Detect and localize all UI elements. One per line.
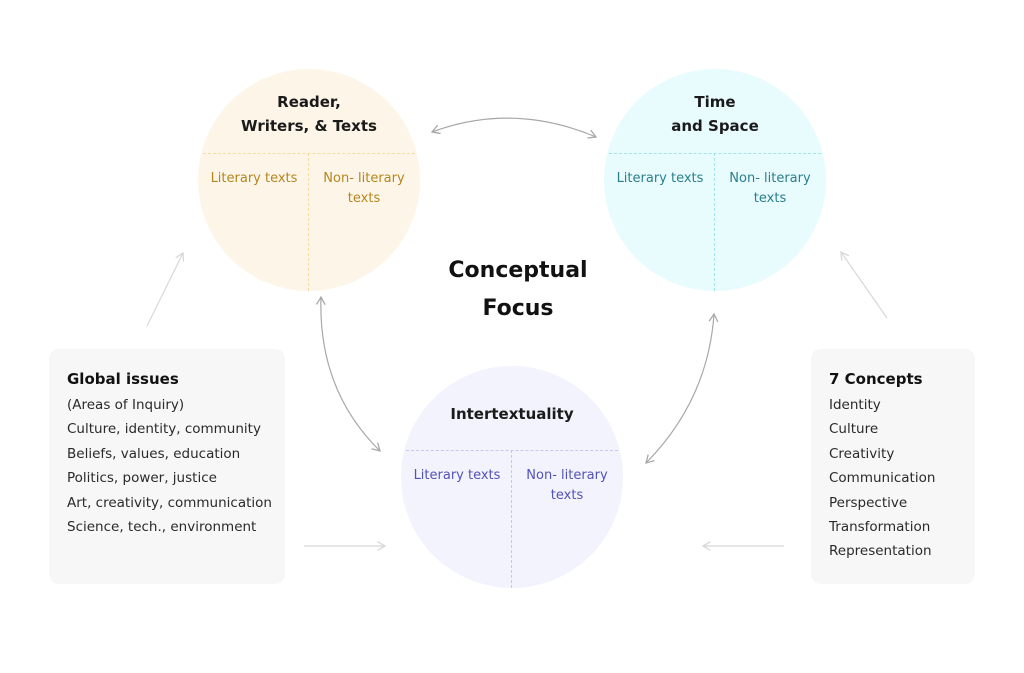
circle-title: Reader, Writers, & Texts bbox=[198, 90, 420, 138]
center-title-line: Focus bbox=[482, 296, 554, 321]
list-item: Communication bbox=[829, 470, 936, 487]
circle-title: Time and Space bbox=[604, 90, 826, 138]
global-issues-card: Global issues (Areas of Inquiry) Culture… bbox=[49, 349, 285, 584]
dashed-divider-horizontal bbox=[198, 153, 420, 154]
list-item: Politics, power, justice bbox=[67, 470, 217, 487]
circle-title: Intertextuality bbox=[450, 405, 574, 423]
cell-line: Non- literary bbox=[729, 171, 811, 186]
circle-title-line: Time bbox=[694, 93, 736, 111]
arrow-rwt-intertextuality bbox=[315, 295, 381, 452]
dashed-divider-horizontal bbox=[604, 153, 826, 154]
list-item: Beliefs, values, education bbox=[67, 445, 241, 462]
dashed-divider-vertical bbox=[511, 450, 512, 588]
circle-intertextuality: Intertextuality Literary texts Non- lite… bbox=[401, 366, 623, 588]
arrow-concepts-to-timespace bbox=[840, 250, 888, 319]
cell-line: Non- literary bbox=[323, 171, 405, 186]
circle-title-line: Reader, bbox=[277, 93, 341, 111]
list-item: Creativity bbox=[829, 445, 895, 462]
circle-title-line: and Space bbox=[671, 117, 759, 135]
card-title: Global issues bbox=[67, 370, 179, 388]
cell-line: texts bbox=[347, 191, 381, 206]
list-item: Perspective bbox=[829, 494, 908, 511]
circle-reader-writers-texts: Reader, Writers, & Texts Literary texts … bbox=[198, 69, 420, 291]
list-item: Representation bbox=[829, 543, 932, 560]
list-item: Culture, identity, community bbox=[67, 421, 261, 438]
cell-literary-texts: Literary texts bbox=[210, 171, 298, 186]
cell-line: texts bbox=[550, 488, 584, 503]
seven-concepts-card: 7 Concepts Identity Culture Creativity C… bbox=[811, 349, 975, 584]
cell-non-literary-texts: Non- literary texts bbox=[312, 169, 416, 209]
arrow-rwt-timespace bbox=[430, 117, 598, 139]
list-item: (Areas of Inquiry) bbox=[67, 397, 185, 413]
circle-time-and-space: Time and Space Literary texts Non- liter… bbox=[604, 69, 826, 291]
list-item: Science, tech., environment bbox=[67, 519, 257, 536]
center-title-line: Conceptual bbox=[448, 258, 588, 283]
cell-literary-texts: Literary texts bbox=[616, 171, 704, 186]
arrow-global-to-rwt bbox=[146, 251, 185, 327]
list-item: Transformation bbox=[829, 519, 931, 536]
cell-non-literary-texts: Non- literary texts bbox=[515, 466, 619, 506]
circle-title-line: Writers, & Texts bbox=[241, 117, 377, 135]
cell-line: texts bbox=[753, 191, 787, 206]
cell-literary-texts: Literary texts bbox=[413, 468, 501, 483]
dashed-divider-horizontal bbox=[401, 450, 623, 451]
card-title: 7 Concepts bbox=[829, 370, 923, 388]
dashed-divider-vertical bbox=[308, 153, 309, 291]
arrow-timespace-intertextuality bbox=[645, 312, 719, 464]
cell-line: Non- literary bbox=[526, 468, 608, 483]
cell-non-literary-texts: Non- literary texts bbox=[718, 169, 822, 209]
list-item: Identity bbox=[829, 397, 881, 413]
list-item: Art, creativity, communication bbox=[67, 494, 272, 511]
dashed-divider-vertical bbox=[714, 153, 715, 291]
list-item: Culture bbox=[829, 421, 879, 438]
conceptual-focus-title: Conceptual Focus bbox=[418, 252, 618, 328]
